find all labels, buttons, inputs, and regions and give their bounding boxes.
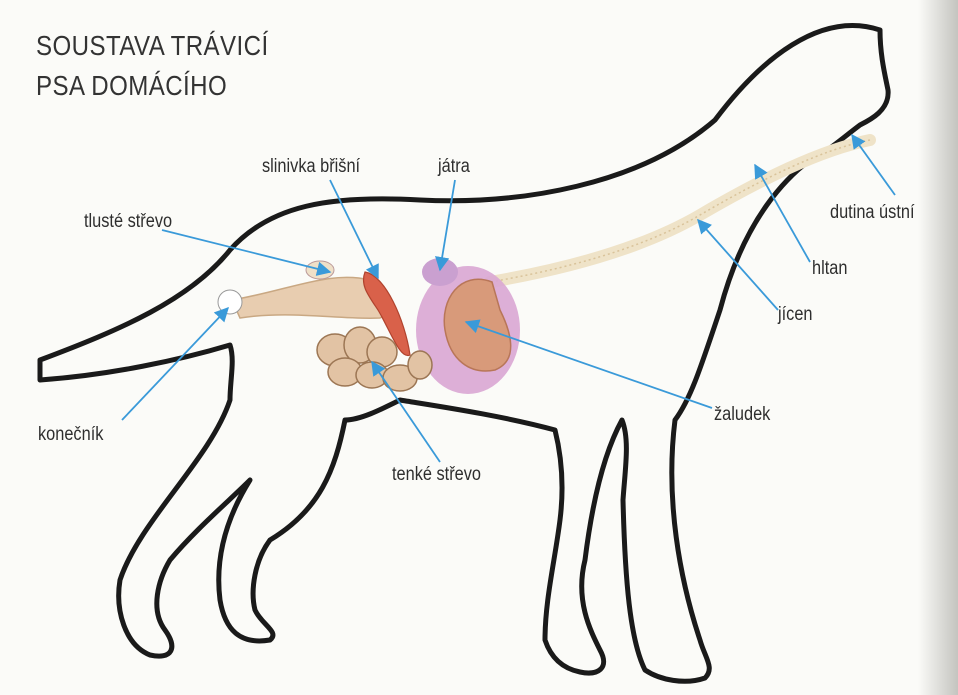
pointer-jatra bbox=[440, 180, 455, 270]
small-intestine bbox=[317, 327, 432, 391]
page-edge-shade bbox=[918, 0, 958, 695]
title-line-2: PSA DOMÁCÍHO bbox=[36, 72, 227, 100]
label-tluste: tlusté střevo bbox=[84, 212, 172, 231]
pointer-jicen bbox=[698, 220, 778, 310]
label-jicen: jícen bbox=[778, 305, 813, 324]
label-tenke: tenké střevo bbox=[392, 465, 481, 484]
label-slinivka: slinivka břišní bbox=[262, 157, 360, 176]
pointer-slinivka bbox=[330, 180, 378, 278]
label-zaludek: žaludek bbox=[714, 405, 770, 424]
label-jatra: játra bbox=[438, 157, 470, 176]
label-konecnik: konečník bbox=[38, 425, 103, 444]
label-hltan: hltan bbox=[812, 259, 847, 278]
label-dutina: dutina ústní bbox=[830, 203, 914, 222]
pointer-konecnik bbox=[122, 308, 228, 420]
title-line-1: SOUSTAVA TRÁVICÍ bbox=[36, 32, 269, 60]
